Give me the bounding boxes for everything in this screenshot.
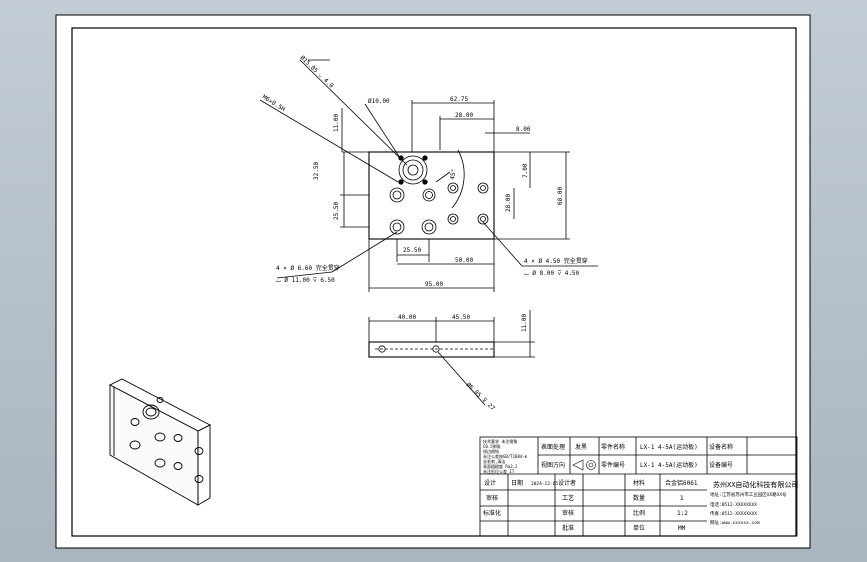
material-label: 零件名称 xyxy=(601,443,625,451)
dim-45-50: 45.50 xyxy=(452,314,470,321)
isometric-view xyxy=(109,378,211,506)
iso-hole xyxy=(156,397,164,403)
angle-arc xyxy=(451,149,465,209)
counterbore-hole xyxy=(389,219,405,235)
small-hole xyxy=(447,213,459,225)
dim-68-00: 68.00 xyxy=(557,187,564,205)
scale-value: 1:2 xyxy=(677,510,688,517)
unit-value: MM xyxy=(678,525,686,532)
thread-hole xyxy=(398,155,404,161)
part-code-label: 零件编号 xyxy=(601,461,625,469)
tech-note-3: 锐边倒钝 xyxy=(483,448,499,454)
dim-7-00: 7.00 xyxy=(522,163,529,178)
tech-note-1: 技术要求 未注倒角 xyxy=(483,438,517,444)
standard-label: 审核 xyxy=(562,509,574,517)
dim-95-00: 95.00 xyxy=(425,281,443,288)
small-hole xyxy=(477,182,489,194)
title-block xyxy=(479,436,798,537)
design-name: 设计者 xyxy=(558,479,576,487)
small-hole xyxy=(477,213,489,225)
design-date: 2024-12-05 xyxy=(531,481,558,487)
company-fax: 传真:0512-XXXXXXXX xyxy=(710,510,757,517)
qty-label: 数量 xyxy=(633,494,645,502)
iso-hole xyxy=(154,458,166,468)
dim-angle: 45° xyxy=(449,168,458,180)
left-hole-note-2: ⌴ Ø 11.00 ⊽ 6.50 xyxy=(276,277,335,284)
dim-32-50: 32.50 xyxy=(313,162,320,180)
counterbore-hole xyxy=(421,219,437,235)
part-name: LX-1 4-5A(运动板) xyxy=(640,443,698,451)
dim-11-00: 11.00 xyxy=(333,114,340,132)
counterbore-hole xyxy=(389,187,405,203)
thread-hole xyxy=(398,179,404,185)
tech-note-2: C0.5倒角 xyxy=(483,443,501,449)
projection-symbol-icon xyxy=(572,459,596,471)
approve-label: 标准化 xyxy=(483,509,501,517)
design-label: 设计 xyxy=(484,479,496,487)
iso-hole xyxy=(194,475,204,483)
material-value: 合金铝6061 xyxy=(665,479,698,487)
scale-label: 比例 xyxy=(633,509,645,517)
iso-hole xyxy=(154,432,166,442)
company-name: 苏州XX自动化科技有限公司 xyxy=(713,480,798,489)
dim-28-00: 28.00 xyxy=(455,112,473,119)
projection-label: 视图方向 xyxy=(541,461,565,469)
dim-28-00b: 28.00 xyxy=(505,194,512,212)
craft-label: 工艺 xyxy=(562,494,574,502)
center-bore-core xyxy=(407,164,419,176)
company-tel: 电话:0512-XXXXXXXX xyxy=(710,501,757,508)
tech-note-7: 未注形位公差 IT xyxy=(483,468,515,474)
approved-label: 批准 xyxy=(562,524,574,532)
front-view xyxy=(259,59,598,292)
device-code-label: 设备编号 xyxy=(709,461,733,469)
iso-hole xyxy=(173,434,183,442)
side-hole xyxy=(432,345,440,353)
tech-note-4: 未注公差按GB/T1804-m xyxy=(483,453,528,459)
dim-8-00: 8.00 xyxy=(516,126,531,133)
iso-side-face xyxy=(197,424,211,506)
device-label: 设备名称 xyxy=(709,443,733,451)
qty-value: 1 xyxy=(680,495,684,502)
thread-hole xyxy=(422,179,428,185)
thread-hole xyxy=(422,155,428,161)
dim-62-75: 62.75 xyxy=(450,96,468,103)
dim-dia10: Ø10.00 xyxy=(368,98,390,105)
side-view xyxy=(368,310,535,406)
unit-label: 单位 xyxy=(633,524,645,532)
iso-hole xyxy=(173,462,183,470)
plate-outline xyxy=(368,151,495,240)
inner-border xyxy=(71,27,797,537)
surface-label: 表面处理 xyxy=(541,443,565,451)
counterbore-hole xyxy=(422,188,436,202)
iso-hole xyxy=(130,418,140,426)
title-block-text: 技术要求 未注倒角 C0.5倒角 锐边倒钝 未注公差按GB/T1804-m 去毛… xyxy=(483,438,798,532)
material-field-label: 材料 xyxy=(633,479,645,487)
company-web: 网址:www.xxxxxx.com xyxy=(710,519,760,526)
left-hole-note-1: 4 × Ø 6.60 完全贯穿 xyxy=(276,264,340,272)
part-code: LX-1 4-5A(运动板) xyxy=(640,461,698,469)
right-hole-note-1: 4 × Ø 4.50 完全贯穿 xyxy=(524,257,588,265)
design-date-label: 日期 xyxy=(511,479,523,487)
tech-note-6: 表面粗糙度 Ra3.2 xyxy=(483,463,518,469)
dim-50-00: 50.00 xyxy=(455,257,473,264)
iso-hole xyxy=(194,447,204,455)
company-address: 地址:江苏省苏州市工业园区XX路XX号 xyxy=(710,491,787,498)
iso-hole xyxy=(129,440,141,450)
dim-40-00: 40.00 xyxy=(398,314,416,321)
iso-hole xyxy=(142,404,160,420)
surface-value: 发黑 xyxy=(575,443,587,451)
side-hole xyxy=(378,345,386,353)
dim-25-50: 25.50 xyxy=(333,202,340,220)
dim-11-00b: 11.00 xyxy=(521,314,528,332)
small-hole xyxy=(447,182,459,194)
tech-note-5: 去毛刺,清洁 xyxy=(483,458,505,464)
center-bore-inner xyxy=(402,159,424,181)
center-bore-outer xyxy=(398,155,428,185)
dim-25-50b: 25.50 xyxy=(403,247,421,254)
side-plate-outline xyxy=(368,341,495,358)
review-label: 审核 xyxy=(486,494,498,502)
right-hole-note-2: ⌴ Ø 8.00 ⊽ 4.50 xyxy=(524,270,580,277)
